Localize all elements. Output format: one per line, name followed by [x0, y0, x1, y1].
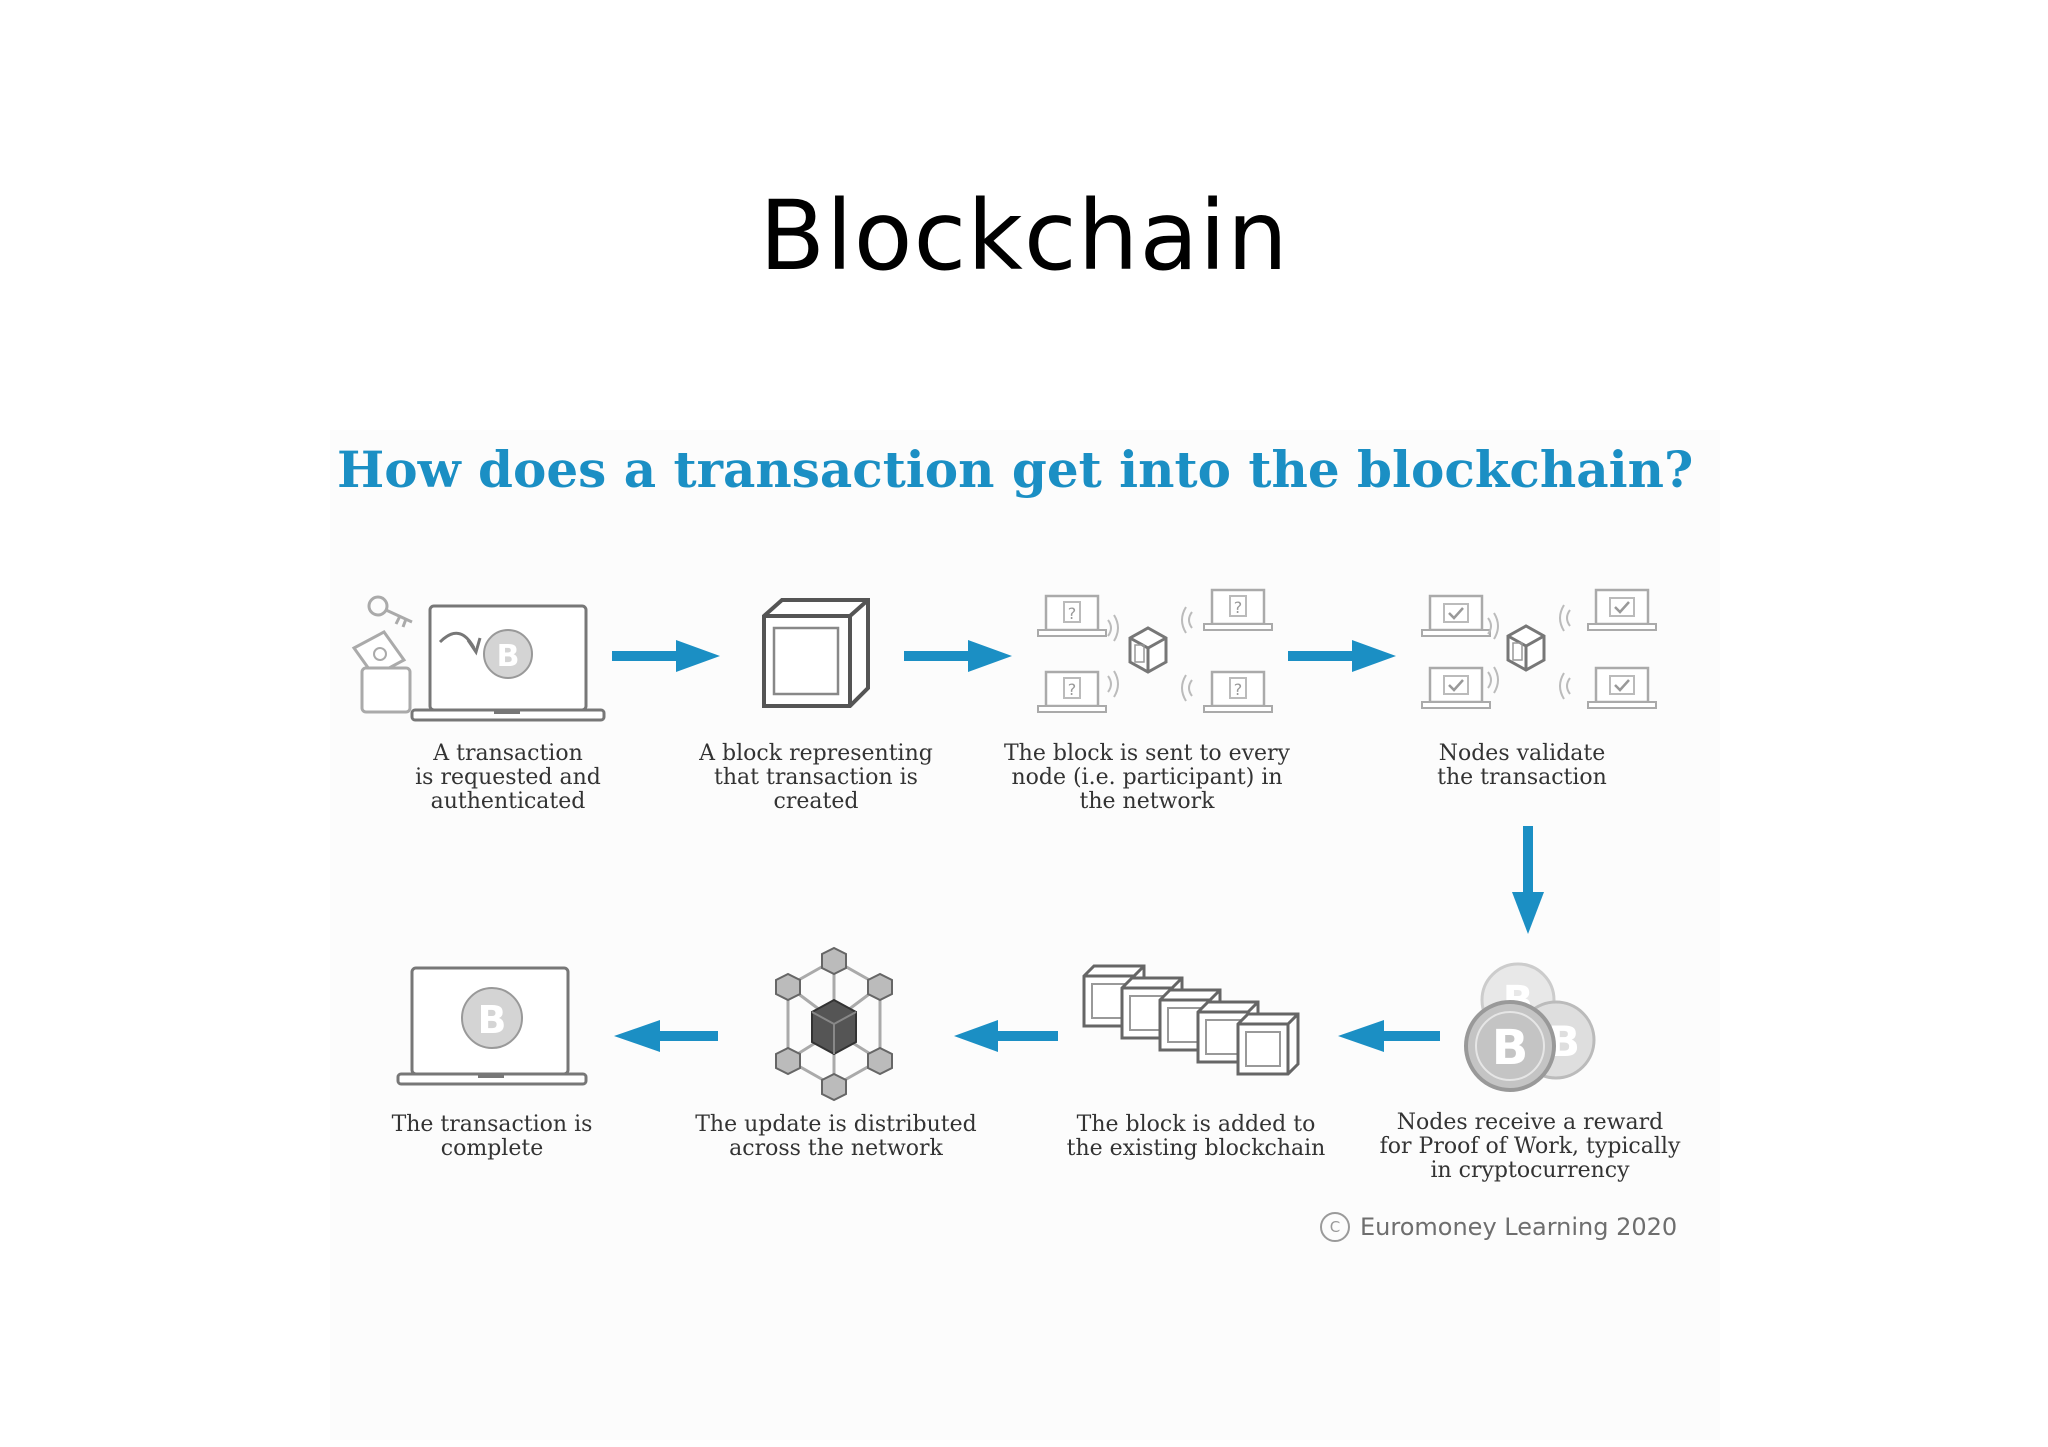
arrow-right-3-icon	[1288, 640, 1396, 672]
arrow-right-1-icon	[612, 640, 720, 672]
arrow-left-3-icon	[614, 1020, 718, 1052]
step-7-caption: The update is distributed across the net…	[695, 1112, 977, 1161]
step-4-icon	[1420, 588, 1658, 710]
step-8-caption: The transaction is complete	[391, 1112, 593, 1161]
arrow-down-icon	[1512, 826, 1544, 934]
step-8-icon: B	[396, 966, 588, 1086]
step-2-caption: A block representing that transaction is…	[699, 741, 933, 814]
slide-title: Blockchain	[759, 180, 1289, 292]
step-7-icon	[775, 947, 893, 1101]
diagram-heading: How does a transaction get into the bloc…	[337, 440, 1694, 499]
arrow-left-1-icon	[1338, 1020, 1440, 1052]
svg-text:B: B	[1492, 1020, 1529, 1076]
step-1-icon: B	[351, 595, 606, 722]
step-3-icon	[1036, 588, 1274, 714]
svg-text:B: B	[478, 998, 507, 1042]
copyright-text: Euromoney Learning 2020	[1360, 1213, 1678, 1241]
step-4-caption: Nodes validate the transaction	[1437, 741, 1607, 790]
copyright-icon: C	[1320, 1212, 1350, 1242]
diagram-panel	[330, 430, 1720, 1440]
step-2-icon	[762, 598, 870, 708]
svg-text:B: B	[497, 639, 520, 674]
step-1-caption: A transaction is requested and authentic…	[415, 741, 601, 814]
step-6-icon	[1082, 964, 1300, 1076]
arrow-right-2-icon	[904, 640, 1012, 672]
step-3-caption: The block is sent to every node (i.e. pa…	[1004, 741, 1290, 814]
step-6-caption: The block is added to the existing block…	[1066, 1112, 1326, 1161]
step-5-caption: Nodes receive a reward for Proof of Work…	[1379, 1110, 1681, 1183]
step-5-icon: B B B	[1464, 962, 1596, 1092]
copyright-footer: C Euromoney Learning 2020	[1320, 1212, 1677, 1242]
arrow-left-2-icon	[954, 1020, 1058, 1052]
